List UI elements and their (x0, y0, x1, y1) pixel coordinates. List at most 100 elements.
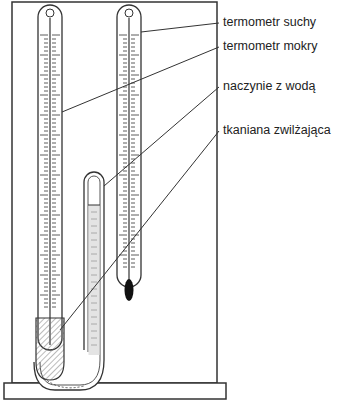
scale-tick (131, 175, 139, 176)
scale-tick (123, 51, 127, 52)
scale-tick (44, 219, 48, 220)
scale-tick (123, 79, 127, 80)
scale-tick (131, 103, 135, 104)
scale-tick (44, 43, 48, 44)
cloth-label: tkaniana zwilżająca (222, 123, 332, 138)
scale-tick (52, 131, 56, 132)
scale-tick (123, 231, 127, 232)
water-texture-stroke (91, 282, 97, 283)
scale-tick (52, 139, 56, 140)
scale-tick (131, 195, 139, 196)
scale-tick (52, 211, 56, 212)
scale-tick (44, 167, 48, 168)
scale-tick (40, 195, 48, 196)
scale-tick (123, 147, 127, 148)
base (4, 383, 226, 399)
scale-tick (131, 255, 139, 256)
dry-thermometer (117, 5, 141, 287)
scale-tick (52, 143, 56, 144)
wet-thermometer-label: termometr mokry (222, 39, 318, 54)
scale-tick (52, 63, 56, 64)
scale-tick (119, 175, 127, 176)
wet-top (46, 9, 54, 17)
scale-tick (123, 207, 127, 208)
scale-tick (52, 219, 56, 220)
scale-tick (123, 163, 127, 164)
scale-tick (123, 39, 127, 40)
scale-tick (44, 79, 48, 80)
scale-tick (40, 75, 48, 76)
scale-tick (131, 215, 139, 216)
scale-tick (123, 107, 127, 108)
scale-tick (44, 271, 48, 272)
scale-tick (123, 187, 127, 188)
scale-tick (52, 175, 60, 176)
scale-tick (123, 259, 127, 260)
scale-tick (123, 199, 127, 200)
scale-tick (131, 243, 135, 244)
scale-tick (44, 191, 48, 192)
scale-tick (131, 63, 135, 64)
scale-tick (52, 135, 60, 136)
scale-tick (123, 99, 127, 100)
wet-capillary (49, 18, 50, 345)
scale-tick (52, 275, 60, 276)
scale-tick (52, 199, 56, 200)
scale-tick (44, 283, 48, 284)
scale-tick (44, 83, 48, 84)
scale-tick (44, 259, 48, 260)
scale-tick (131, 223, 135, 224)
scale-tick (131, 43, 135, 44)
scale-tick (52, 95, 60, 96)
scale-tick (119, 215, 127, 216)
scale-tick (131, 139, 135, 140)
scale-tick (123, 71, 127, 72)
scale-tick (44, 163, 48, 164)
scale-tick (131, 39, 135, 40)
water-vessel (34, 172, 104, 390)
scale-tick (131, 67, 135, 68)
dry-top (125, 9, 133, 17)
scale-tick (44, 131, 48, 132)
scale-tick (44, 187, 48, 188)
water (89, 205, 100, 355)
scale-tick (44, 39, 48, 40)
scale-tick (131, 51, 135, 52)
scale-tick (44, 51, 48, 52)
scale-tick (131, 99, 135, 100)
scale-tick (52, 239, 56, 240)
scale-tick (123, 43, 127, 44)
scale-tick (123, 131, 127, 132)
scale-tick (131, 227, 135, 228)
scale-tick (44, 291, 48, 292)
scale-tick (52, 107, 56, 108)
scale-tick (52, 227, 56, 228)
scale-tick (44, 171, 48, 172)
scale-tick (52, 179, 56, 180)
scale-tick (131, 259, 135, 260)
scale-tick (44, 247, 48, 248)
scale-tick (123, 59, 127, 60)
scale-tick (40, 55, 48, 56)
scale-tick (123, 47, 127, 48)
scale-tick (131, 203, 135, 204)
water-texture-stroke (91, 219, 97, 220)
scale-tick (52, 307, 56, 308)
scale-tick (52, 183, 56, 184)
scale-tick (40, 235, 48, 236)
scale-tick (44, 223, 48, 224)
scale-tick (131, 155, 139, 156)
scale-tick (52, 299, 56, 300)
scale-tick (131, 79, 135, 80)
scale-tick (123, 127, 127, 128)
water-texture-stroke (91, 310, 97, 311)
scale-tick (52, 127, 56, 128)
scale-tick (123, 263, 127, 264)
scale-tick (44, 207, 48, 208)
scale-tick (123, 103, 127, 104)
scale-tick (131, 263, 135, 264)
scale-tick (123, 159, 127, 160)
scale-tick (52, 231, 56, 232)
scale-tick (52, 51, 56, 52)
scale-tick (52, 303, 56, 304)
